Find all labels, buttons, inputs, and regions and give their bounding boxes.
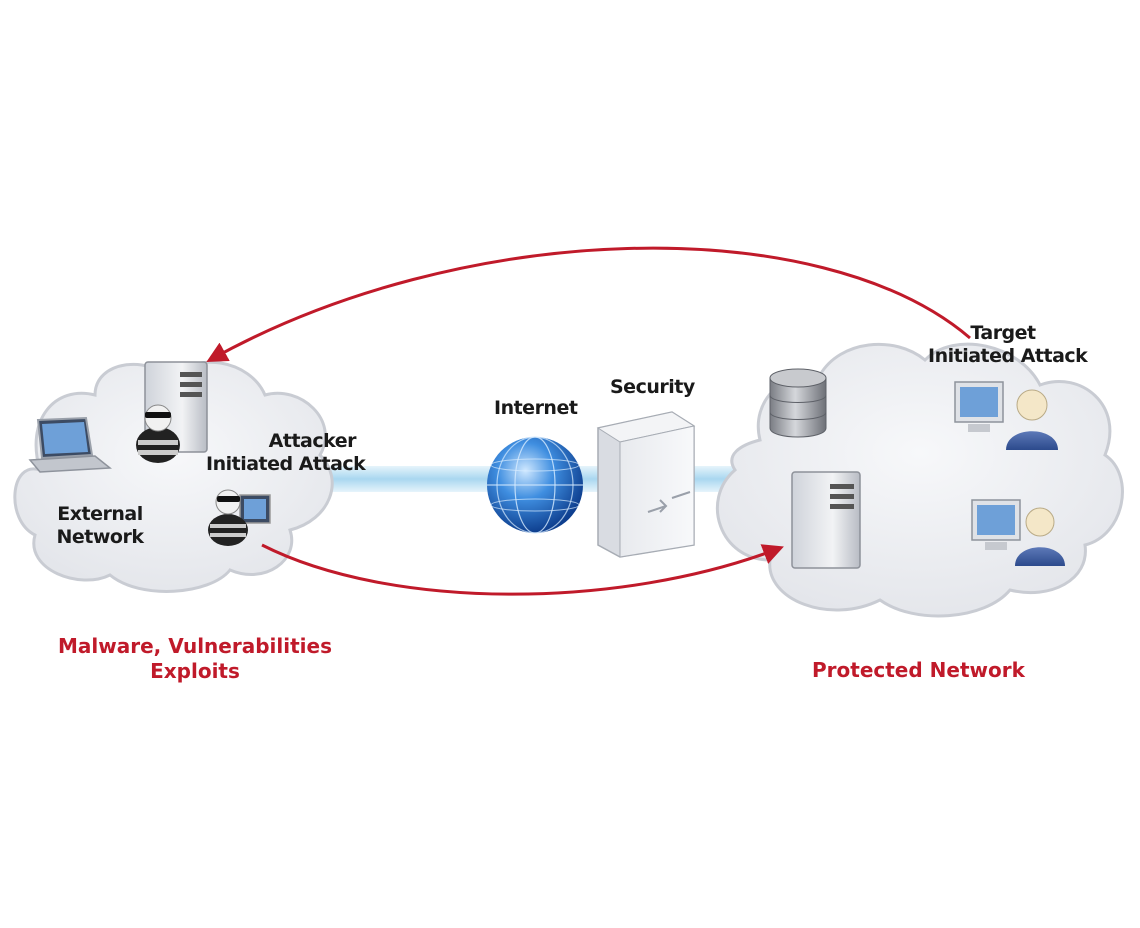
external-network-label: External Network: [56, 503, 144, 548]
attacker-initiated-label: Attacker Initiated Attack: [206, 430, 366, 475]
globe-icon: [487, 436, 583, 534]
attacker-icon: [136, 404, 180, 463]
attacker-laptop-icon: [208, 489, 271, 546]
target-initiated-label: Target Initiated Attack: [928, 322, 1088, 367]
firewall-icon: [596, 411, 696, 558]
external-network-cloud: [13, 360, 334, 593]
attacker-initiated-arrow: [261, 543, 784, 596]
laptop-icon: [28, 416, 112, 473]
protected-server-icon: [791, 471, 861, 569]
user-icon: [1006, 389, 1058, 450]
malware-vulnerabilities-label: Malware, Vulnerabilities Exploits: [57, 634, 332, 683]
security-label: Security: [610, 376, 695, 398]
target-initiated-arrow: [206, 246, 971, 363]
user-icon: [1015, 507, 1065, 566]
workstation-icon: [971, 499, 1021, 550]
internet-label: Internet: [494, 397, 578, 419]
database-icon: [769, 368, 827, 438]
workstation-icon: [954, 381, 1004, 432]
protected-network-label: Protected Network: [812, 658, 1025, 682]
